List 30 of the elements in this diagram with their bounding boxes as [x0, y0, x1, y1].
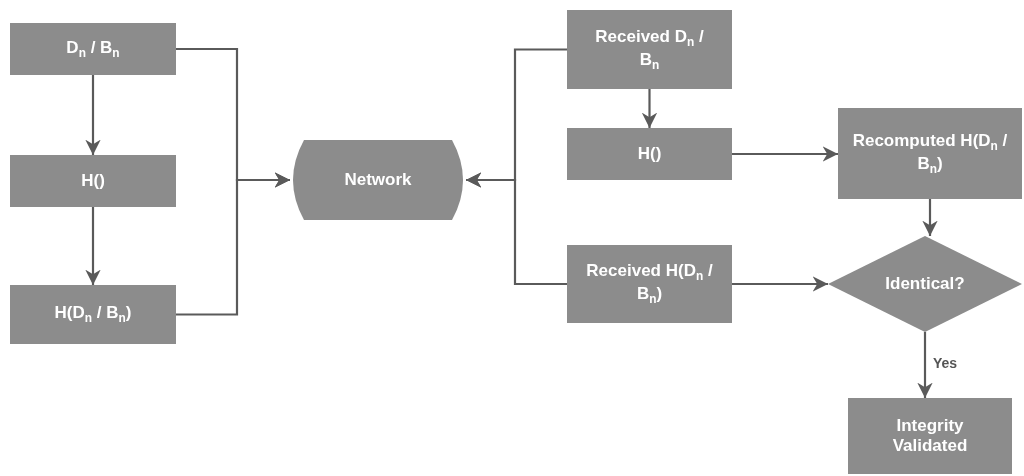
decision-diamond — [828, 236, 1022, 332]
node-label: Integrity Validated — [891, 415, 969, 457]
arrow — [732, 276, 828, 292]
node-label: Received H(D$_{n}$ / B$_{n}$) — [585, 261, 714, 307]
process-box — [10, 23, 176, 75]
node-label: Received D$_{n}$ / B$_{n}$ — [594, 26, 705, 73]
node-label: H() — [81, 170, 105, 192]
node-label: Identical? — [885, 273, 965, 295]
process-box — [848, 398, 1012, 474]
edge-label: Yes — [931, 355, 960, 371]
arrow — [641, 89, 658, 128]
node-label: D$_{n}$ / B$_{n}$ — [66, 37, 120, 61]
arrow — [85, 207, 101, 285]
node-label: Network — [344, 169, 412, 191]
arrow — [85, 75, 101, 155]
process-box — [567, 128, 732, 180]
arrow — [917, 332, 933, 398]
process-box — [10, 285, 176, 344]
process-box — [838, 108, 1022, 199]
network-shape — [290, 140, 466, 220]
process-box — [10, 155, 176, 207]
arrow — [176, 172, 290, 316]
node-label: H(D$_{n}$ / B$_{n}$) — [54, 303, 132, 326]
node-label: H() — [637, 143, 662, 165]
arrow — [922, 199, 938, 236]
arrow — [732, 146, 838, 162]
process-box — [567, 245, 732, 323]
process-box — [567, 10, 732, 89]
node-label: Recomputed H(D$_{n}$ / B$_{n}$) — [851, 130, 1009, 177]
arrow — [466, 172, 567, 286]
